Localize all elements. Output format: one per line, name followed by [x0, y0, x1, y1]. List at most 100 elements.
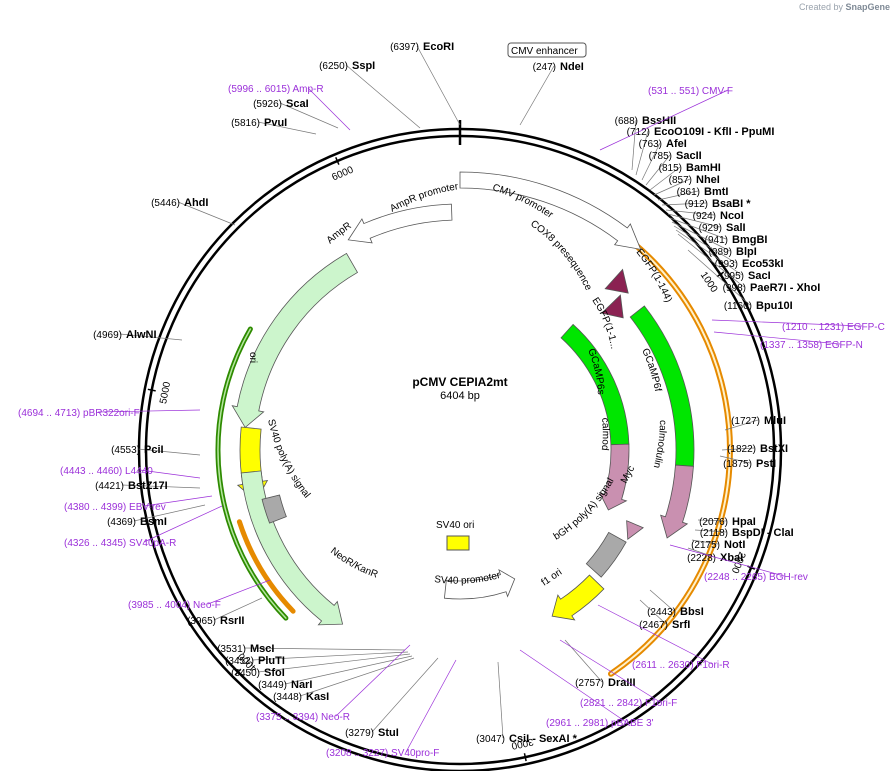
primer-label: (3208 .. 3227) SV40pro-F: [326, 748, 439, 759]
site-position: (1875): [723, 459, 752, 470]
site-position: (924): [693, 211, 716, 222]
calmodulin-label: calmodulin: [651, 420, 668, 469]
f1ori-label: f1 ori: [540, 567, 565, 589]
site-name: NheI: [696, 174, 720, 186]
site-leader-line: [345, 64, 421, 129]
site-position: (941): [705, 235, 728, 246]
primer-leader-line: [307, 87, 351, 131]
credit-prefix: Created by: [798, 2, 843, 12]
site-leader-line: [667, 213, 721, 228]
site-position: (763): [639, 139, 662, 150]
site-position: (4369): [107, 517, 136, 528]
primer-leader-line: [139, 469, 201, 479]
site-position: (3449): [258, 680, 287, 691]
site-position: (4421): [95, 481, 124, 492]
site-leader-line: [719, 455, 751, 464]
site-name: PaeR7I - XhoI: [750, 282, 820, 294]
site-position: (247): [533, 62, 556, 73]
primer-label: (3375 .. 3394) Neo-R: [256, 712, 350, 723]
site-name: BstXI: [760, 443, 788, 455]
site-position: (998): [723, 283, 746, 294]
site-position: (5446): [151, 198, 180, 209]
cox8-label: COX8 presequence: [528, 218, 594, 292]
primer-leader-line: [97, 409, 201, 413]
site-leader-line: [691, 539, 719, 545]
site-leader-line: [721, 447, 755, 451]
site-leader-line: [257, 653, 411, 673]
site-position: (3965): [187, 616, 216, 627]
site-position: (2757): [575, 678, 604, 689]
tick-mark: [716, 271, 725, 278]
site-position: (3450): [231, 668, 260, 679]
sv40-polya-box: [261, 494, 287, 524]
primer-label: (3985 .. 4004) Neo-F: [128, 600, 221, 611]
site-position: (1822): [727, 444, 756, 455]
credit-brand: SnapGene: [845, 2, 890, 12]
site-name: BstZ17I: [128, 480, 168, 492]
site-leader-line: [671, 221, 731, 252]
site-name: Eco53kI: [742, 258, 784, 270]
site-name: BsaBI *: [712, 198, 751, 210]
site-leader-line: [279, 102, 339, 129]
site-position: (6397): [390, 42, 419, 53]
site-position: (5816): [231, 118, 260, 129]
primer-label: (2821 .. 2842) F1ori-F: [580, 698, 677, 709]
sv40-polya-label: SV40 poly(A) signal: [265, 418, 312, 500]
site-position: (2467): [639, 620, 668, 631]
site-leader-line: [257, 121, 317, 135]
primer-label: (4694 .. 4713) pBR322ori-F: [18, 408, 140, 419]
site-leader-line: [251, 651, 409, 661]
site-position: (1160): [724, 301, 752, 312]
neo-text: NeoR/KanR: [328, 546, 379, 581]
annotations-layer: (6397)EcoRI(247)NdeI(6250)SspI(5926)ScaI…: [18, 41, 885, 759]
site-leader-line: [661, 202, 707, 206]
primer-label: (2611 .. 2630) F1ori-R: [632, 660, 730, 671]
cox8-arrow-2: [600, 294, 624, 319]
site-name: KasI: [306, 691, 329, 703]
ampr-text: AmpR: [325, 220, 354, 246]
tick-label: 6000: [330, 164, 355, 183]
site-leader-line: [416, 45, 461, 126]
site-name: DraIII: [608, 677, 636, 689]
site-name: AhdI: [184, 197, 208, 209]
primer-label: (4380 .. 4399) EBV-rev: [64, 502, 166, 513]
site-name: BsmI: [140, 516, 167, 528]
bgh-box: [585, 531, 627, 578]
primer-leader-line: [713, 331, 841, 345]
site-position: (815): [659, 163, 682, 174]
site-leader-line: [133, 504, 206, 522]
site-position: (3448): [273, 692, 302, 703]
site-position: (2118): [700, 528, 728, 539]
site-name: NcoI: [720, 210, 744, 222]
site-name: BspDI - ClaI: [732, 527, 794, 539]
primer-label: (5996 .. 6015) Amp-R: [228, 84, 324, 95]
site-leader-line: [657, 190, 699, 201]
site-position: (785): [649, 151, 672, 162]
site-leader-line: [669, 217, 727, 240]
sv40-ori-box: [446, 535, 470, 551]
primer-leader-line: [335, 644, 411, 717]
site-position: (1727): [731, 416, 760, 427]
primer-label: (4326 .. 4345) SV40pA-R: [64, 538, 176, 549]
cmv-enhancer-label: CMV enhancer: [511, 46, 578, 57]
site-leader-line: [694, 529, 727, 533]
site-position: (2228): [687, 553, 716, 564]
primer-leader-line: [207, 579, 271, 605]
site-position: (2076): [699, 517, 728, 528]
primer-label: (1337 .. 1358) EGFP-N: [760, 340, 863, 351]
site-leader-line: [649, 589, 675, 612]
ori-label: ori: [247, 352, 258, 363]
site-position: (912): [685, 199, 708, 210]
site-leader-line: [645, 154, 671, 186]
site-leader-line: [284, 655, 413, 685]
primer-leader-line: [559, 639, 661, 703]
myc-arrow: [626, 520, 644, 540]
site-name: BmtI: [704, 186, 728, 198]
site-name: SalI: [726, 222, 746, 234]
site-position: (2175): [691, 540, 720, 551]
site-name: PvuI: [264, 117, 287, 129]
site-leader-line: [641, 142, 661, 181]
primer-leader-line: [405, 659, 457, 753]
primer-label: (2248 .. 2265) BGH-rev: [704, 572, 808, 583]
tick-mark: [147, 388, 156, 392]
